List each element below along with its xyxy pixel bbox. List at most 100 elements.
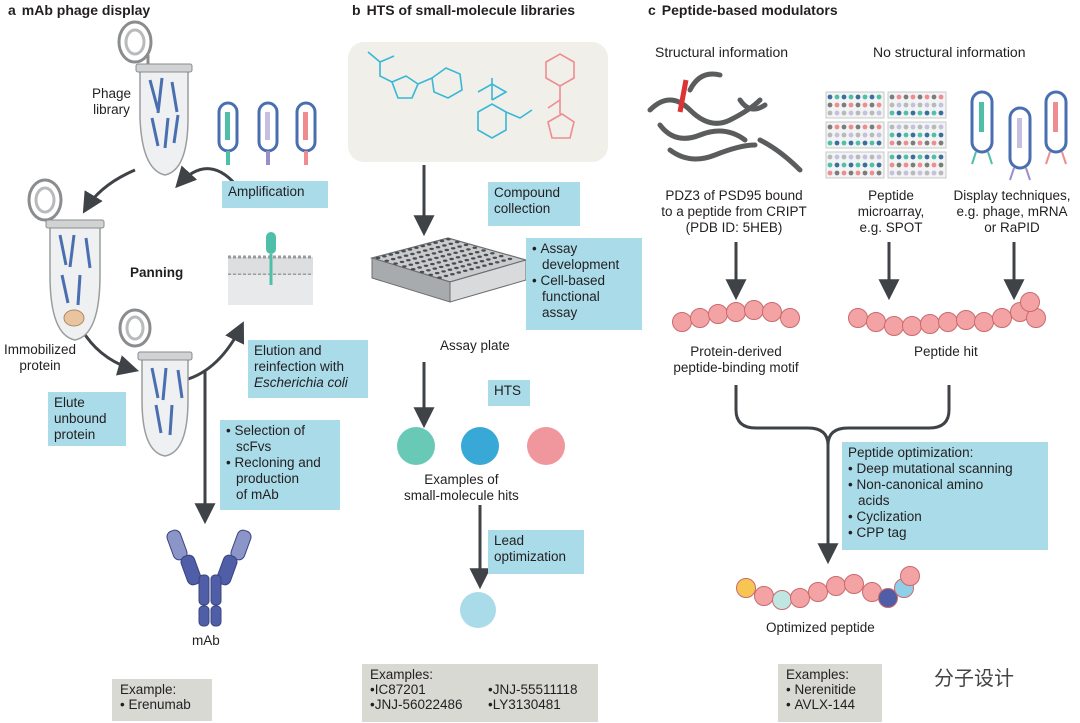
molecule-cyan-2 — [477, 78, 533, 139]
microarray-spot — [917, 170, 923, 176]
plate-well — [420, 244, 426, 248]
plate-well — [462, 254, 467, 257]
microarray-spot — [896, 140, 902, 146]
microarray-spot — [841, 154, 847, 160]
microarray-spot — [924, 110, 930, 116]
panel-b-examples: Examples: IC87201JNJ-55511118JNJ-5602248… — [362, 664, 598, 722]
microarray-spot — [903, 110, 909, 116]
panel-c-examples: Examples: NerenitideAVLX-144 — [778, 664, 882, 722]
microarray-spot — [889, 110, 895, 116]
microarray-spot — [924, 132, 930, 138]
plate-well — [410, 252, 415, 256]
microarray-spot — [876, 124, 882, 130]
microarray-spot — [869, 110, 875, 116]
plate-well — [494, 261, 500, 264]
plate-well — [427, 258, 433, 261]
peptide-bead — [672, 312, 692, 332]
lead-optimization-callout: Lead optimization — [488, 530, 584, 574]
plate-well — [498, 254, 504, 258]
microarray-spot — [841, 132, 847, 138]
microarray-spot — [841, 140, 847, 146]
peptide-bead — [690, 308, 710, 328]
plate-well — [417, 266, 422, 269]
selection-item: Selection of scFvs — [226, 423, 334, 455]
plate-well — [453, 251, 458, 254]
plate-well — [466, 248, 471, 251]
microarray-spot — [827, 170, 833, 176]
microarray-spot — [876, 132, 882, 138]
microarray-spot — [938, 170, 944, 176]
plate-well — [394, 251, 400, 255]
microarray-spot — [910, 110, 916, 116]
peptide-bead — [808, 582, 828, 602]
microarray-spot — [834, 140, 840, 146]
optimization-item: Non-canonical amino acids — [848, 477, 1042, 509]
plate-well — [375, 256, 381, 260]
plate-well — [428, 273, 434, 276]
microarray-spot — [917, 102, 923, 108]
microarray-spot — [827, 162, 833, 168]
assay-item: Cell-based functional assay — [532, 273, 636, 321]
phage-library-tube — [117, 20, 193, 176]
plate-well — [433, 241, 438, 244]
microarray-spot — [827, 102, 833, 108]
microarray-spot — [855, 110, 861, 116]
hts-callout: HTS — [488, 380, 530, 406]
microarray-spot — [917, 124, 923, 130]
microarray-spot — [896, 124, 902, 130]
plate-well — [393, 262, 398, 265]
plate-well — [402, 265, 407, 268]
plate-well — [473, 261, 478, 265]
peptide-bead — [992, 308, 1012, 328]
microarray-spot — [834, 94, 840, 100]
microarray-spot — [834, 124, 840, 130]
panel-a-examples: Example: Erenumab — [112, 679, 212, 721]
microarray-spot — [876, 162, 882, 168]
plate-well — [507, 257, 513, 261]
microarray-spot — [938, 140, 944, 146]
plate-well — [445, 264, 450, 267]
microarray-spot — [903, 132, 909, 138]
optimization-item: Cyclization — [848, 509, 1042, 525]
microarray-spot — [910, 124, 916, 130]
plate-well — [454, 240, 460, 244]
microarray-spot — [827, 140, 833, 146]
microarray-spot — [896, 110, 902, 116]
peptide-bead — [708, 304, 728, 324]
plate-well — [466, 263, 472, 266]
plate-well — [479, 260, 485, 263]
immobilized-protein-label: Immobilized protein — [4, 342, 77, 373]
microarray-spot — [910, 102, 916, 108]
microarray-spot — [931, 170, 937, 176]
amplification-phages — [217, 101, 317, 165]
plate-well — [441, 270, 446, 273]
assay-plate — [369, 237, 529, 303]
microarray-spot — [862, 162, 868, 168]
plate-well — [490, 252, 495, 255]
microarray-spot — [910, 154, 916, 160]
microarray-spot — [896, 170, 902, 176]
optimization-item: CPP tag — [848, 525, 1042, 541]
microarray-spot — [938, 102, 944, 108]
peptide-bead — [974, 312, 994, 332]
microarray-spot — [848, 124, 854, 130]
microarray-spot — [896, 132, 902, 138]
plate-well — [464, 258, 470, 262]
plate-well — [434, 256, 439, 260]
plate-well — [483, 253, 489, 257]
cycle-arrow-bottom-left — [80, 329, 140, 376]
microarray-spot — [834, 132, 840, 138]
plate-well — [460, 265, 466, 268]
microarray-spot — [910, 140, 916, 146]
microarray-spot — [903, 140, 909, 146]
plate-well — [474, 251, 480, 254]
peptide-motif-beads — [672, 300, 800, 332]
microarray-spot — [848, 170, 854, 176]
panning-membrane — [228, 232, 313, 305]
plate-well — [421, 260, 426, 263]
microarray-spot — [834, 162, 840, 168]
microarray-spot — [869, 132, 875, 138]
plate-well — [432, 267, 438, 270]
